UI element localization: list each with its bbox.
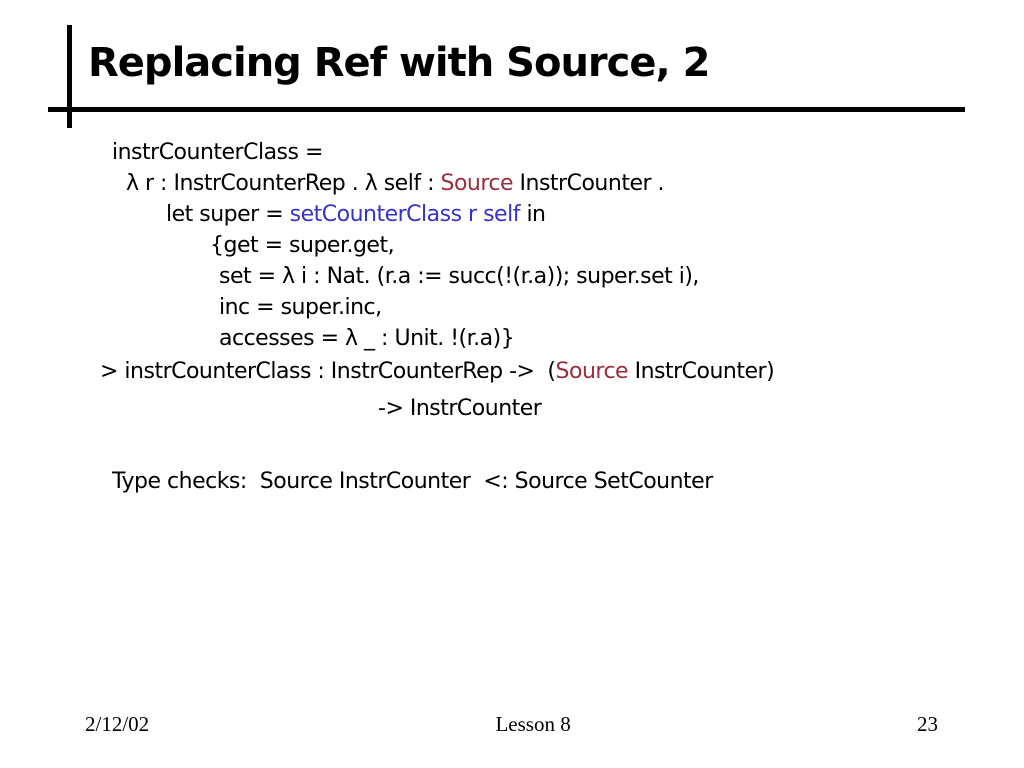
- code-line: > instrCounterClass : InstrCounterRep ->…: [0, 356, 1024, 387]
- footer-date: 2/12/02: [85, 712, 150, 736]
- code-text: set = λ i : Nat. (r.a := succ(!(r.a)); s…: [219, 264, 699, 289]
- code-text: accesses = λ _ : Unit. !(r.a)}: [219, 326, 515, 351]
- code-line: -> InstrCounter: [0, 393, 1024, 424]
- code-line: accesses = λ _ : Unit. !(r.a)}: [0, 323, 1024, 354]
- code-keyword-blue: setCounterClass r self: [289, 202, 521, 227]
- slide-title: Replacing Ref with Source, 2: [88, 40, 710, 86]
- code-text: in: [519, 202, 546, 227]
- code-line: set = λ i : Nat. (r.a := succ(!(r.a)); s…: [0, 261, 1024, 292]
- code-text: {get = super.get,: [210, 233, 395, 258]
- code-line: let super = setCounterClass r self in: [0, 199, 1024, 230]
- code-line: λ r : InstrCounterRep . λ self : Source …: [0, 168, 1024, 199]
- code-keyword-red: Source: [555, 359, 629, 384]
- code-keyword-red: Source: [440, 171, 514, 196]
- title-underline-rule: [48, 107, 965, 112]
- code-text: > instrCounterClass : InstrCounterRep ->…: [100, 359, 556, 384]
- code-text: λ r : InstrCounterRep . λ self :: [126, 171, 441, 196]
- footer-page-number: 23: [916, 712, 938, 736]
- code-line: inc = super.inc,: [0, 292, 1024, 323]
- code-text: instrCounterClass =: [112, 140, 323, 165]
- code-line: instrCounterClass =: [0, 137, 1024, 168]
- footer-lesson-label: Lesson 8: [495, 712, 571, 736]
- code-text: let super =: [166, 202, 290, 227]
- code-line: {get = super.get,: [0, 230, 1024, 261]
- code-text: -> InstrCounter: [378, 396, 542, 421]
- code-line: Type checks: Source InstrCounter <: Sour…: [0, 466, 1024, 497]
- code-text: inc = super.inc,: [219, 295, 382, 320]
- code-text: InstrCounter .: [513, 171, 665, 196]
- code-block: instrCounterClass = λ r : InstrCounterRep…: [0, 137, 1024, 497]
- code-text: Type checks: Source InstrCounter <: Sour…: [112, 469, 713, 494]
- footer: 2/12/02 Lesson 8 23: [0, 712, 1024, 737]
- code-text: InstrCounter): [628, 359, 775, 384]
- title-accent-vertical-bar: [67, 25, 72, 128]
